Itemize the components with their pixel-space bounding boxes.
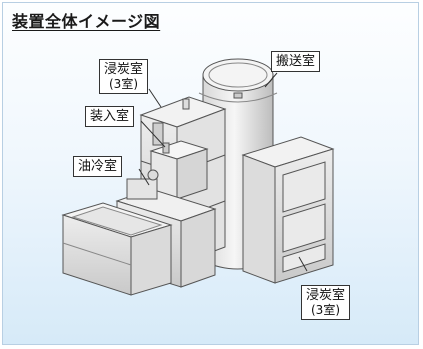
label-carburizing-chamber-upper: 浸炭室 (3室) — [99, 59, 149, 94]
label-carburizing-upper-sub: (3室) — [109, 77, 138, 91]
carburizing-tower-lower — [241, 136, 335, 284]
label-carburizing-lower-main: 浸炭室 — [306, 288, 346, 303]
oil-tank — [61, 202, 173, 296]
label-carburizing-chamber-lower: 浸炭室 (3室) — [301, 285, 351, 320]
loading-chamber — [149, 140, 209, 200]
label-loading-chamber: 装入室 — [85, 106, 135, 127]
figure-frame: 装置全体イメージ図 — [2, 2, 419, 345]
label-carburizing-lower-sub: (3室) — [311, 303, 340, 317]
leader-lines — [138, 72, 308, 272]
label-transfer-chamber: 搬送室 — [271, 51, 321, 72]
label-oil-cooling-chamber: 油冷室 — [73, 156, 123, 177]
equipment-illustration — [61, 58, 335, 296]
label-carburizing-upper-main: 浸炭室 — [104, 62, 144, 77]
figure-title: 装置全体イメージ図 — [12, 12, 161, 31]
